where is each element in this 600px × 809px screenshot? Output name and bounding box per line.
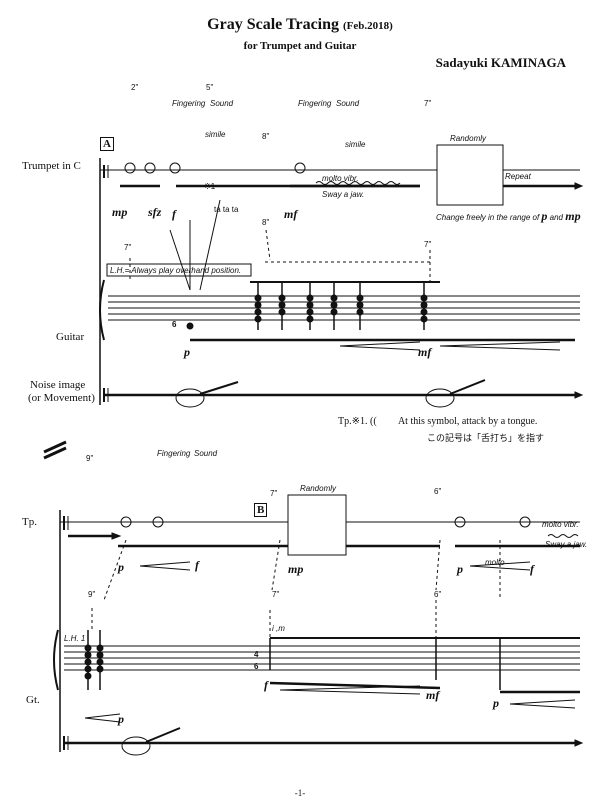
lh-label: L.H. 1 (64, 634, 86, 643)
dynamic-mark: mp (288, 562, 304, 576)
and-text: and (549, 213, 564, 222)
change-freely-label: Change freely in the range of p and mp (436, 209, 581, 224)
duration-label: 9" (86, 454, 94, 463)
duration-label: 6" (434, 487, 442, 496)
dynamic-mark: p (457, 562, 463, 576)
sound-label: Sound (210, 99, 234, 108)
string-number: 4 (254, 650, 259, 659)
footnote-japanese: この記号は「舌打ち」を指す (427, 434, 545, 444)
randomly-label: Randomly (450, 134, 487, 143)
repeat-label: Repeat (505, 172, 531, 181)
tp-label: Tp. (22, 516, 37, 528)
rehearsal-mark-b: B (254, 503, 268, 517)
guitar-staff-2 (64, 645, 580, 671)
gt-label: Gt. (26, 694, 40, 706)
duration-label: 2" (131, 83, 139, 92)
duration-label: 7" (270, 489, 278, 498)
dynamic-mp: mp (565, 209, 581, 223)
fingering-label: Fingering (298, 99, 332, 108)
simile-mark: simile (205, 130, 226, 139)
rehearsal-mark-a: A (100, 137, 114, 151)
tongue-syllables: ta ta ta (214, 205, 239, 214)
simile-mark: simile (345, 140, 366, 149)
trumpet-label: Trumpet in C (22, 160, 81, 172)
string-number: 6 (172, 320, 177, 329)
footnote-ref: Tp.※1. (338, 416, 368, 427)
string-number: 6 (254, 662, 259, 671)
dynamic-p: p (541, 209, 548, 223)
randomly-label: Randomly (300, 484, 337, 493)
dynamic-mark: f (264, 678, 268, 692)
tongue-symbol-icon: (( (370, 416, 377, 427)
dynamic-mark: p (493, 696, 499, 710)
dynamic-mark: mp (112, 205, 128, 219)
sound-label: Sound (336, 99, 360, 108)
duration-label: 7" (424, 99, 432, 108)
duration-label: 6" (434, 590, 442, 599)
piece-subtitle: for Trumpet and Guitar (243, 40, 357, 52)
footnote-english: At this symbol, attack by a tongue. (397, 416, 538, 427)
sway-label: Sway a jaw. (322, 190, 365, 199)
dynamic-mark: mf (284, 207, 298, 221)
dynamic-mark: mf (426, 688, 440, 702)
dynamic-mark: sfz (148, 205, 162, 219)
im-label: i ,m (272, 624, 285, 633)
change-freely-text: Change freely in the range of (436, 213, 540, 222)
noise-label: Noise image (30, 379, 86, 391)
duration-label: 5" (206, 83, 214, 92)
tongue-mark: ※1 (204, 182, 216, 191)
page-number: -1- (294, 788, 306, 798)
molto-vibr-label: molto vibr. (322, 174, 359, 183)
title-date: (Feb.2018) (343, 20, 393, 32)
duration-label: 7" (424, 240, 432, 249)
dynamic-mark: f (530, 562, 534, 576)
dynamic-mark: p (118, 560, 124, 574)
dynamic-mark: mf (418, 345, 432, 359)
duration-label: 9" (88, 590, 96, 599)
molto-label: molto (485, 558, 505, 567)
footnote: Tp.※1. (( At this symbol, attack by a to… (338, 416, 537, 427)
duration-label: 7" (124, 243, 132, 252)
duration-label: 8" (262, 218, 270, 227)
guitar-sketch-2 (425, 379, 486, 408)
guitar-sketch-3 (121, 727, 181, 756)
title-text: Gray Scale Tracing (207, 16, 340, 33)
fingering-label: Fingering (157, 449, 191, 458)
dynamic-mark: p (184, 345, 190, 359)
noise-label-sub: (or Movement) (28, 392, 95, 404)
dynamic-mark: f (195, 558, 199, 572)
guitar-sketch-1 (175, 381, 239, 408)
sway-label: Sway a jaw. (545, 540, 588, 549)
fingering-label: Fingering (172, 99, 206, 108)
sound-label: Sound (194, 449, 218, 458)
composer-name: Sadayuki KAMINAGA (435, 55, 566, 70)
duration-label: 7" (272, 590, 280, 599)
dynamic-mark: f (172, 207, 176, 221)
duration-label: 8" (262, 132, 270, 141)
guitar-label: Guitar (56, 331, 85, 343)
lh-note: L.H.= Always play overhand position. (110, 266, 242, 275)
dynamic-mark: p (118, 712, 124, 726)
molto-vibr-label: molto vibr. (542, 520, 579, 529)
guitar-staff (108, 295, 580, 321)
piece-title: Gray Scale Tracing (Feb.2018) (0, 16, 600, 34)
